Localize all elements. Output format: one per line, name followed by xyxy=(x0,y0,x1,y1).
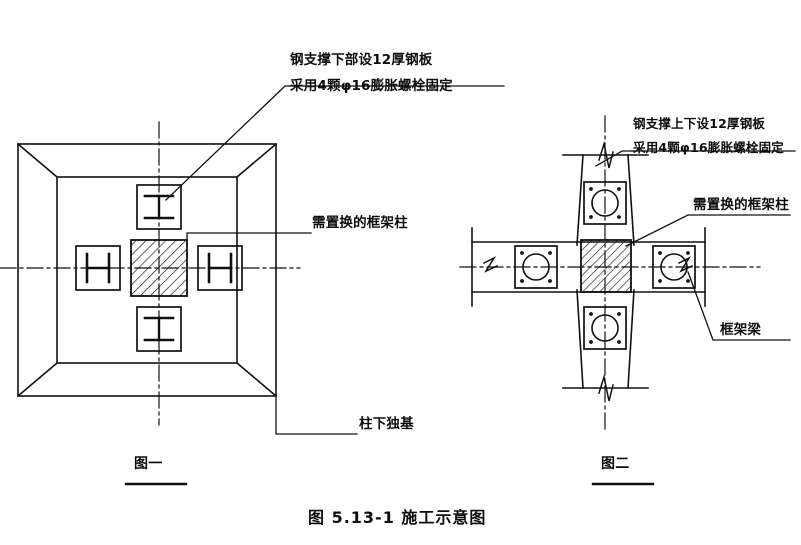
break-line-icon xyxy=(598,141,614,402)
footing-inner-outline xyxy=(56,176,238,364)
label-right-column-to-replace: 需置换的框架柱 xyxy=(693,197,789,213)
label-right-steel-plate-line1: 钢支撑上下设12厚钢板 xyxy=(633,116,766,131)
label-left-foundation: 柱下独基 xyxy=(359,416,414,432)
leader-right-beam xyxy=(687,271,791,341)
label-right-frame-beam: 框架梁 xyxy=(720,322,762,338)
center-line-icon-right xyxy=(459,115,761,431)
label-left-steel-plate-line2: 采用4颗φ16膨胀螺栓固定 xyxy=(290,78,453,94)
figure-title: 图 5.13-1 施工示意图 xyxy=(308,508,487,527)
leader-right-steel-plate xyxy=(595,150,796,167)
caption-figure-one: 图一 xyxy=(134,456,163,472)
leader-right-column xyxy=(625,214,791,247)
label-left-column-to-replace: 需置换的框架柱 xyxy=(312,215,408,231)
caption-figure-two: 图二 xyxy=(601,456,630,472)
leader-left-column xyxy=(186,232,312,245)
footing-bevel-lines xyxy=(16,142,278,398)
footing-outer-outline xyxy=(17,143,277,397)
label-right-steel-plate-line2: 采用4颗φ16膨胀螺栓固定 xyxy=(633,140,784,155)
leader-left-steel-plate xyxy=(165,85,505,201)
hatched-column-icon-right xyxy=(580,239,632,293)
left-plan-view xyxy=(0,121,301,426)
right-elevation-view xyxy=(459,115,761,431)
label-left-steel-plate-line1: 钢支撑下部设12厚钢板 xyxy=(290,52,433,68)
center-line-icon xyxy=(0,121,301,426)
leader-left-foundation xyxy=(275,395,358,435)
